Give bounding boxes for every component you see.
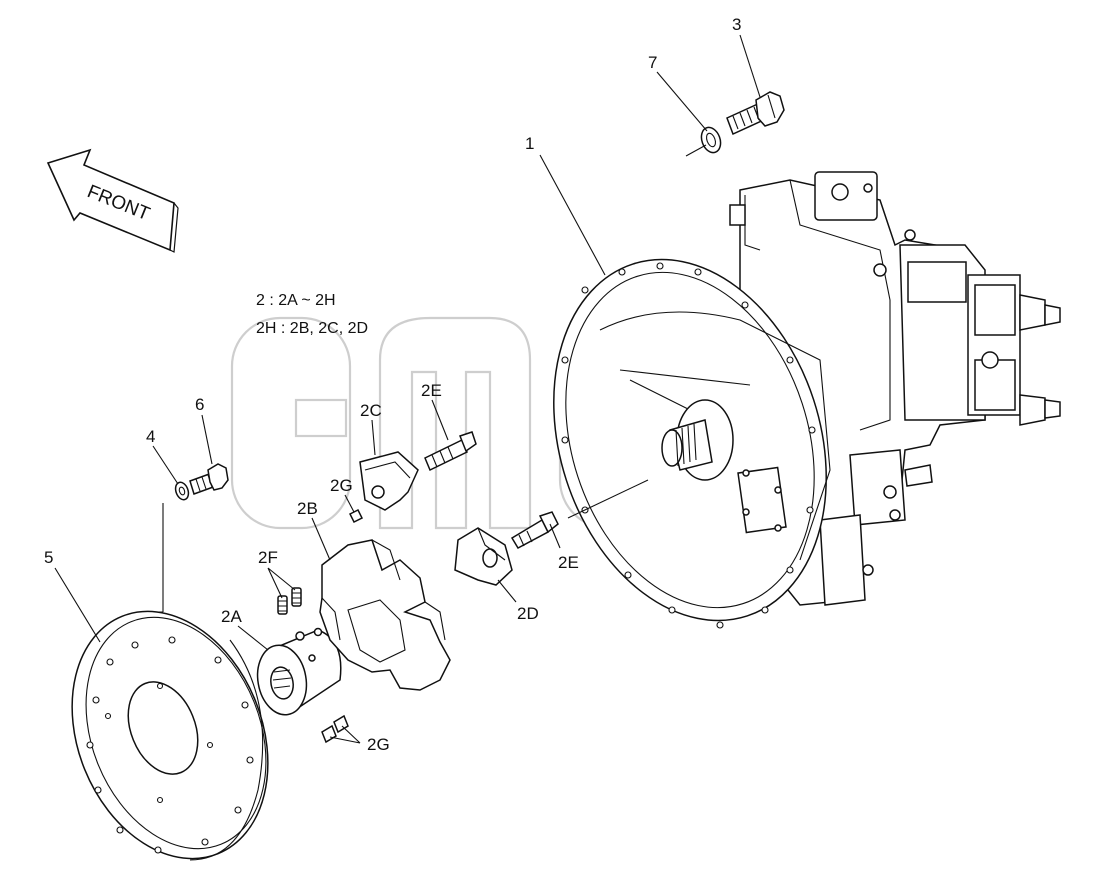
callout-2D: 2D	[517, 604, 539, 623]
cap-screw-2E-upper	[424, 431, 477, 472]
set-screw-2G-upper	[348, 508, 364, 524]
callout-2C: 2C	[360, 401, 382, 420]
coupling-block-2D	[454, 527, 513, 586]
set-screws-2F	[277, 587, 302, 615]
callout-3: 3	[732, 15, 741, 34]
bolt-6	[189, 463, 229, 495]
callout-2E-upper: 2E	[421, 381, 442, 400]
bolt-3	[726, 91, 785, 136]
leader-lines	[54, 34, 761, 744]
note-line-2: 2H : 2B, 2C, 2D	[256, 320, 368, 337]
note-line-1: 2 : 2A ~ 2H	[256, 292, 336, 309]
callout-labels: 1 3 7 4 6 5 2A 2B 2C 2D 2E 2E 2F 2G 2G	[44, 15, 741, 754]
callout-2G-upper: 2G	[330, 476, 353, 495]
front-direction-arrow: FRONT	[46, 148, 179, 253]
flange-plate-5	[71, 610, 269, 861]
callout-2F: 2F	[258, 548, 278, 567]
callout-7: 7	[648, 53, 657, 72]
callout-2E-lower: 2E	[558, 553, 579, 572]
callout-2B: 2B	[297, 499, 318, 518]
callout-2A: 2A	[221, 607, 242, 626]
coupling-element-2B	[319, 539, 451, 691]
spring-washer-7	[700, 126, 722, 154]
callout-4: 4	[146, 427, 155, 446]
callout-5: 5	[44, 548, 53, 567]
washer-4	[174, 481, 190, 501]
coupling-block-2C	[359, 451, 419, 511]
callout-2G-lower: 2G	[367, 735, 390, 754]
callout-1: 1	[525, 134, 534, 153]
cap-screw-2E-lower	[510, 511, 559, 549]
hydraulic-pump-assembly	[553, 171, 1061, 629]
callout-6: 6	[195, 395, 204, 414]
hub-2A	[256, 627, 342, 716]
